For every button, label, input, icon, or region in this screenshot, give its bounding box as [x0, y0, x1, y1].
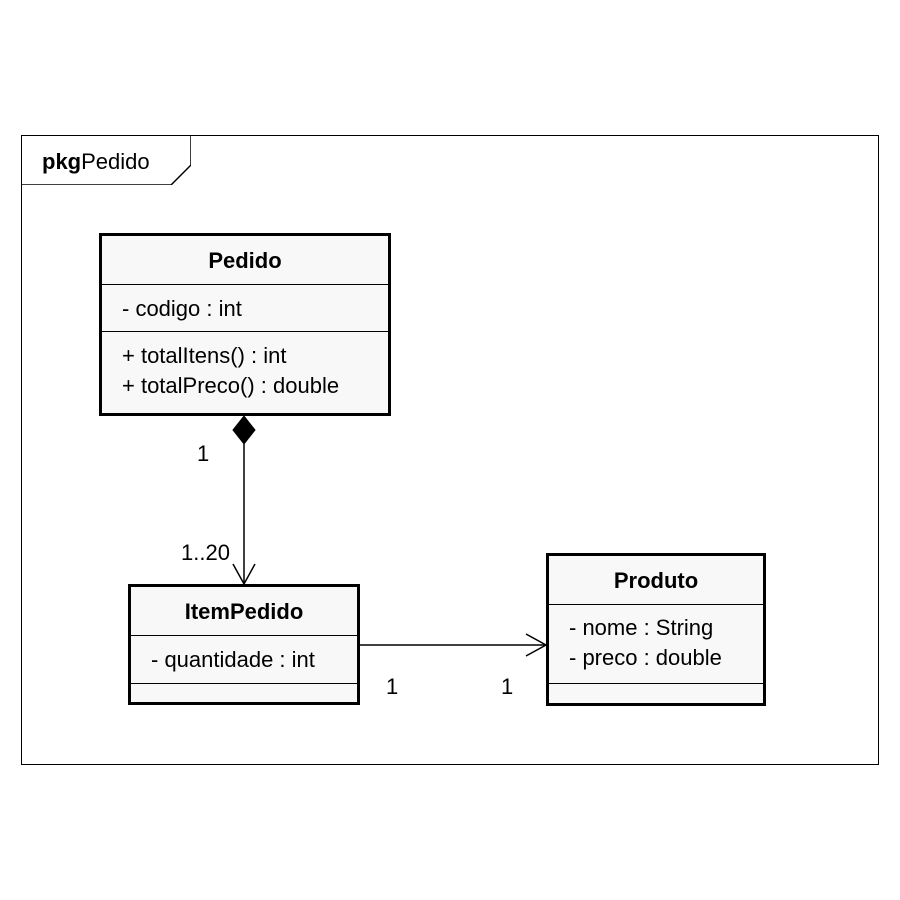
- attribute: - quantidade : int: [151, 647, 315, 672]
- operation: + totalPreco() : double: [122, 373, 340, 398]
- association-target-multiplicity: 1: [501, 674, 514, 699]
- attributes-compartment: - quantidade : int: [131, 636, 357, 684]
- package-tab: [21, 135, 191, 185]
- package-keyword: pkg: [42, 149, 82, 174]
- class-name: Pedido: [102, 236, 388, 285]
- composition-source-multiplicity: 1: [197, 441, 210, 466]
- attribute: - preco : double: [569, 645, 722, 670]
- association-source-multiplicity: 1: [386, 674, 399, 699]
- composition-target-multiplicity: 1..20: [181, 540, 230, 565]
- operations-compartment: + totalItens() : int + totalPreco() : do…: [102, 332, 388, 401]
- package-frame: [21, 135, 879, 765]
- package-label: pkgPedido: [42, 149, 150, 175]
- class-itempedido[interactable]: ItemPedido - quantidade : int: [128, 584, 360, 705]
- class-name: Produto: [549, 556, 763, 605]
- attributes-compartment: - codigo : int: [102, 285, 388, 332]
- attribute: - codigo : int: [122, 296, 242, 321]
- class-produto[interactable]: Produto - nome : String - preco : double: [546, 553, 766, 706]
- class-pedido[interactable]: Pedido - codigo : int + totalItens() : i…: [99, 233, 391, 416]
- attributes-compartment: - nome : String - preco : double: [549, 605, 763, 684]
- package-name: Pedido: [81, 149, 150, 174]
- class-name: ItemPedido: [131, 587, 357, 636]
- attribute: - nome : String: [569, 615, 714, 640]
- operation: + totalItens() : int: [122, 343, 287, 368]
- composition-diamond: [232, 415, 256, 445]
